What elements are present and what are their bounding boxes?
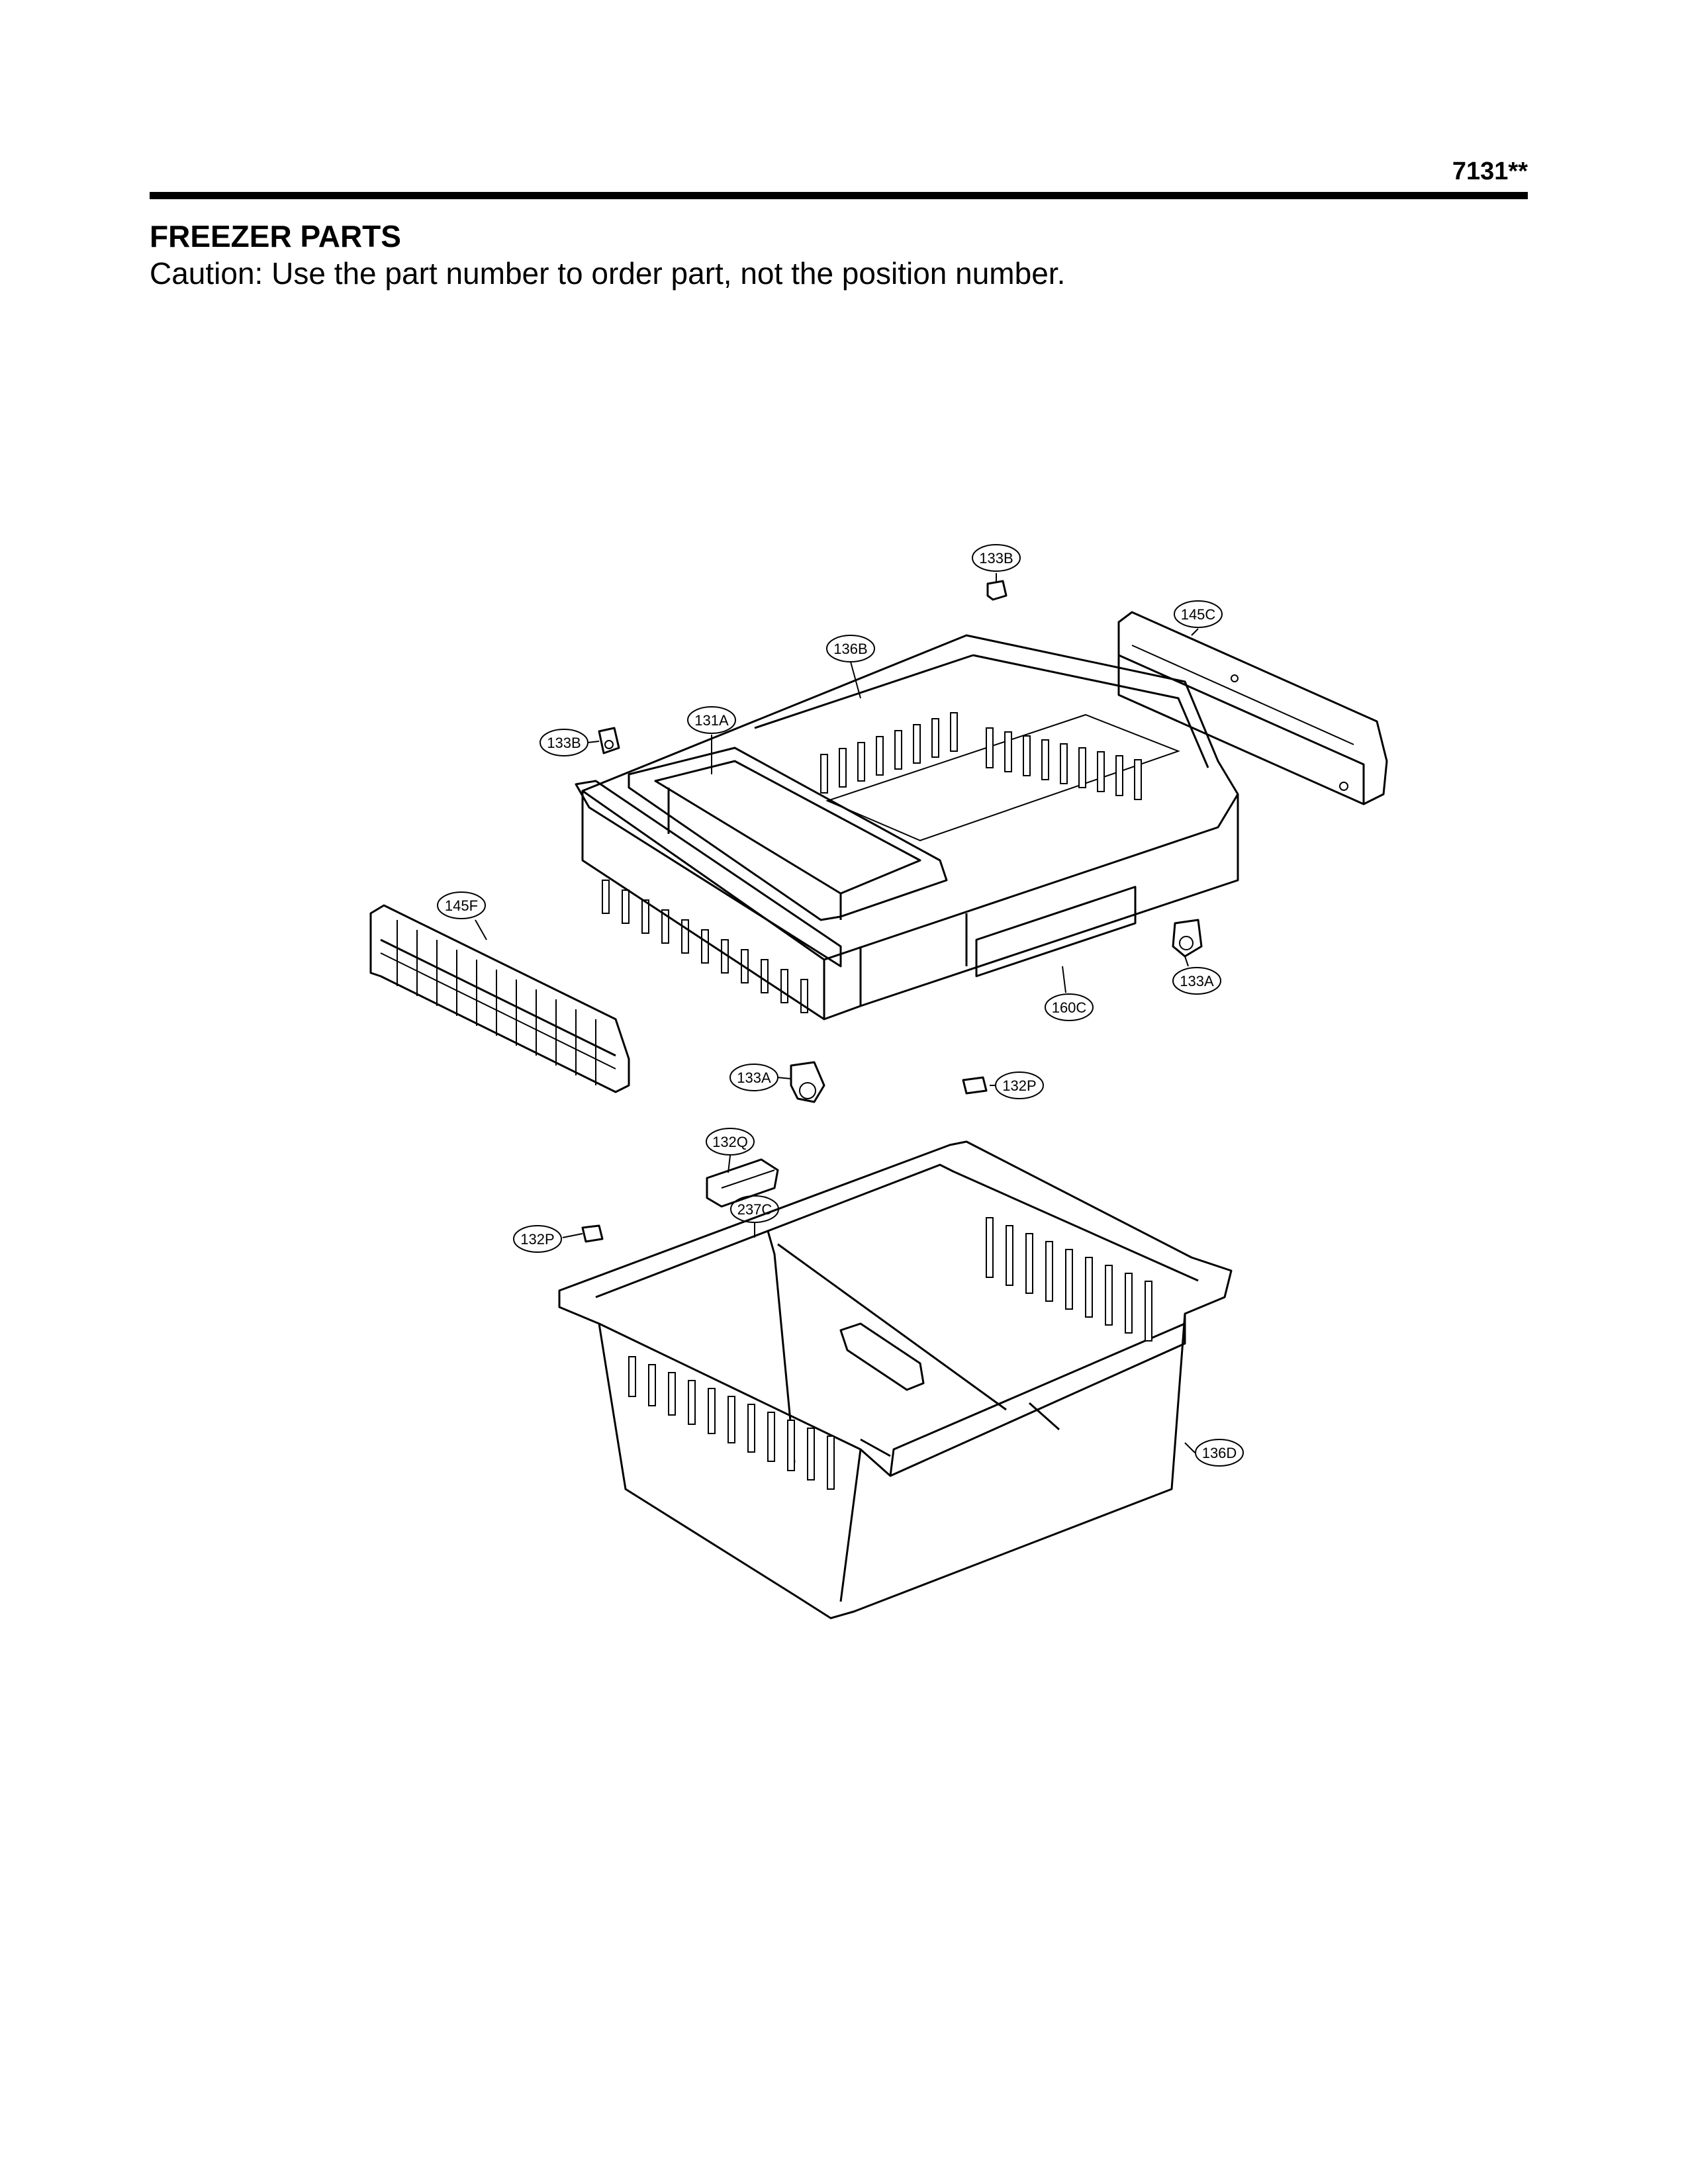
callout-label: 145F bbox=[445, 897, 478, 914]
callout-label: 133A bbox=[1180, 973, 1214, 989]
callout-label: 133A bbox=[737, 1069, 771, 1086]
roller-133a-right bbox=[1172, 919, 1203, 958]
callout-131a: 131A bbox=[687, 706, 736, 734]
callout-136d: 136D bbox=[1195, 1439, 1244, 1467]
header-rule bbox=[150, 192, 1528, 199]
bracket-132q bbox=[706, 1158, 779, 1208]
callout-label: 136B bbox=[833, 641, 867, 657]
callout-160c: 160C bbox=[1045, 993, 1094, 1021]
callout-145f: 145F bbox=[437, 891, 486, 919]
lower-basket-136d bbox=[558, 1140, 1233, 1619]
callout-label: 145C bbox=[1181, 606, 1216, 623]
stopper-132p-left bbox=[581, 1224, 604, 1243]
callout-label: 136D bbox=[1202, 1445, 1237, 1461]
callout-132p-right: 132P bbox=[995, 1071, 1044, 1099]
roller-133b-left bbox=[598, 727, 620, 754]
callout-145c: 145C bbox=[1174, 600, 1223, 628]
rail-145f bbox=[369, 904, 630, 1093]
callout-label: 160C bbox=[1052, 999, 1087, 1016]
callout-label: 131A bbox=[694, 712, 729, 729]
stopper-132p-right bbox=[962, 1076, 988, 1095]
callout-label: 133B bbox=[979, 550, 1013, 567]
callout-133a-right: 133A bbox=[1172, 967, 1221, 995]
callout-136b: 136B bbox=[826, 635, 875, 662]
callout-132p-left: 132P bbox=[513, 1225, 562, 1253]
roller-133b-top bbox=[986, 580, 1008, 601]
callout-132q: 132Q bbox=[706, 1128, 755, 1156]
leader-lines bbox=[475, 573, 1199, 1453]
callout-133b-left: 133B bbox=[539, 729, 588, 756]
upper-drawer-136b bbox=[575, 634, 1239, 1021]
callout-133a-left: 133A bbox=[729, 1064, 778, 1091]
caution-note: Caution: Use the part number to order pa… bbox=[150, 256, 1066, 291]
bin-131a bbox=[628, 747, 948, 921]
callout-133b-top: 133B bbox=[972, 544, 1021, 572]
model-number: 7131** bbox=[1452, 158, 1528, 185]
callout-label: 132P bbox=[1002, 1077, 1036, 1094]
callout-237c: 237C bbox=[730, 1195, 779, 1223]
rail-145c bbox=[1117, 611, 1388, 805]
callout-label: 237C bbox=[737, 1201, 773, 1218]
callout-label: 132P bbox=[520, 1231, 554, 1248]
roller-133a-left bbox=[790, 1061, 825, 1103]
callout-label: 132Q bbox=[712, 1134, 748, 1150]
callout-label: 133B bbox=[547, 735, 581, 751]
page-title: FREEZER PARTS bbox=[150, 219, 401, 253]
